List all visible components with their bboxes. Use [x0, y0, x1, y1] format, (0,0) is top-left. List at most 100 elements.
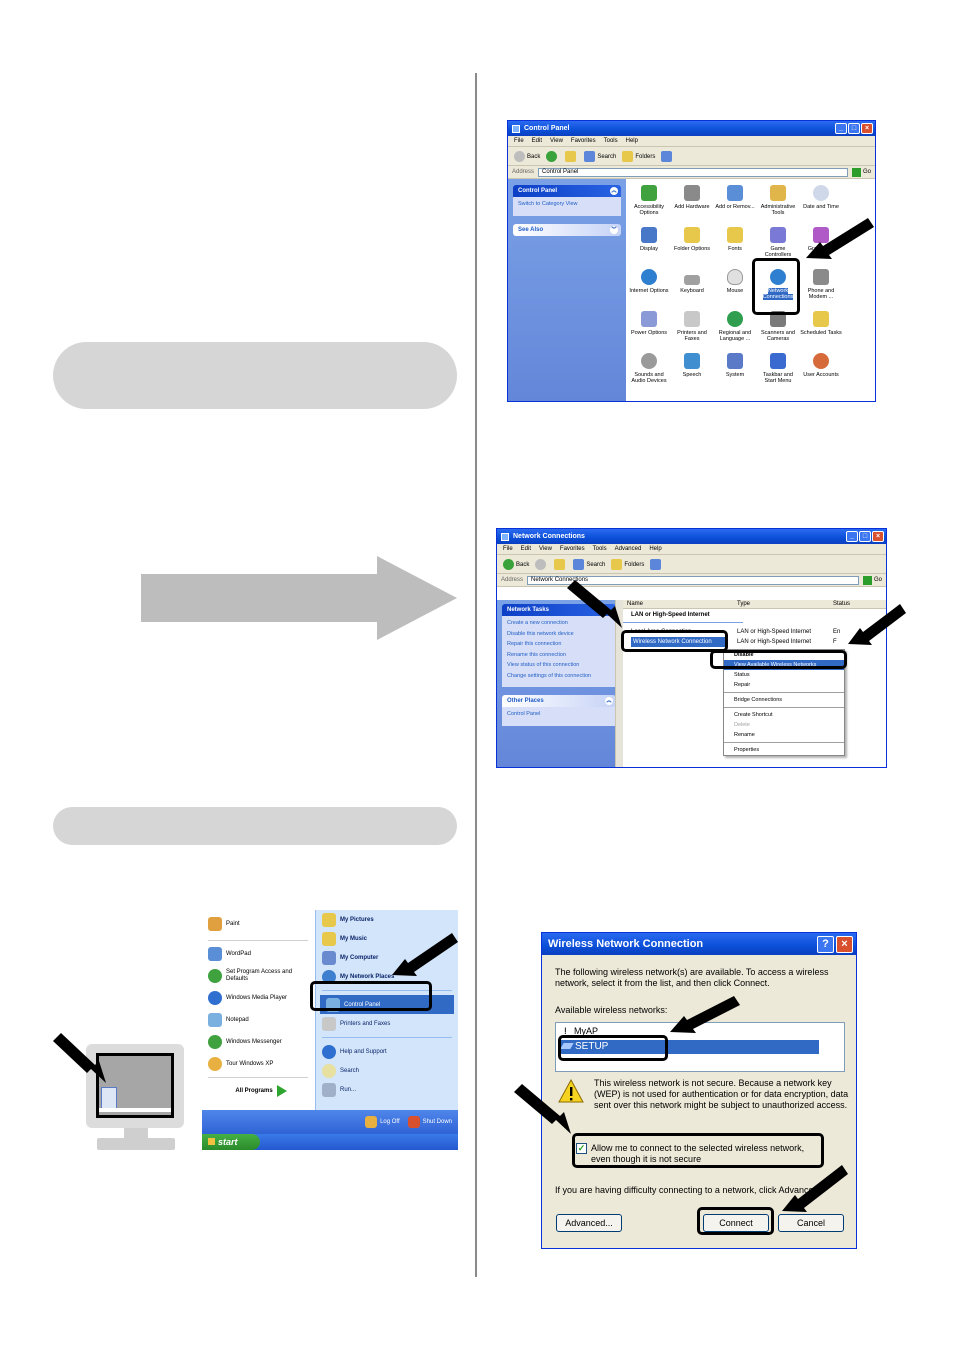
cp-item-display[interactable]: Display — [628, 227, 670, 269]
maximize-button[interactable]: □ — [848, 123, 860, 134]
menu-item-printers-faxes[interactable]: Printers and Faxes — [316, 1014, 458, 1033]
cp-item-scheduled-tasks[interactable]: Scheduled Tasks — [800, 311, 842, 353]
go-arrow-icon[interactable] — [862, 575, 872, 585]
menu-file[interactable]: File — [514, 138, 524, 144]
menu-edit[interactable]: Edit — [531, 138, 543, 144]
col-type[interactable]: Type — [737, 601, 751, 607]
cp-item-network-connections[interactable]: Network Connections — [757, 269, 799, 311]
taskpane-head-other-places[interactable]: Other Places ︽ — [502, 695, 616, 707]
cancel-button[interactable]: Cancel — [778, 1214, 844, 1232]
col-name[interactable]: Name — [627, 601, 644, 607]
task-create-connection[interactable]: Create a new connection — [507, 620, 568, 626]
cp-item-phone-modem[interactable]: Phone and Modem ... — [800, 269, 842, 311]
cp-item-fonts[interactable]: Fonts — [714, 227, 756, 269]
maximize-button[interactable]: □ — [859, 531, 871, 542]
address-field[interactable]: Control Panel — [538, 167, 848, 177]
views-icon[interactable] — [661, 150, 673, 162]
cp-item-user-accounts[interactable]: User Accounts — [800, 353, 842, 395]
task-change-settings[interactable]: Change settings of this connection — [507, 672, 592, 679]
ctx-bridge[interactable]: Bridge Connections — [734, 697, 783, 703]
search-button[interactable]: Search — [573, 558, 605, 570]
expand-icon[interactable]: ︾ — [610, 225, 618, 234]
advanced-button[interactable]: Advanced... — [556, 1214, 622, 1232]
menu-view[interactable]: View — [539, 546, 552, 552]
menu-item-my-music[interactable]: My Music — [316, 929, 458, 948]
menu-tools[interactable]: Tools — [592, 546, 607, 552]
menu-favorites[interactable]: Favorites — [570, 138, 596, 144]
cp-item-folder-options[interactable]: Folder Options — [671, 227, 713, 269]
cp-item-internet-options[interactable]: Internet Options — [628, 269, 670, 311]
menu-tools[interactable]: Tools — [603, 138, 618, 144]
ctx-view-wireless-networks[interactable]: View Available Wireless Networks — [724, 660, 844, 670]
folders-button[interactable]: Folders — [622, 150, 655, 162]
cp-item-keyboard[interactable]: Keyboard — [671, 269, 713, 311]
task-view-status[interactable]: View status of this connection — [507, 662, 580, 668]
ctx-repair[interactable]: Repair — [734, 682, 751, 688]
cp-item-mouse[interactable]: Mouse — [714, 269, 756, 311]
cp-item-system[interactable]: System — [714, 353, 756, 395]
menu-favorites[interactable]: Favorites — [559, 546, 585, 552]
ctx-status[interactable]: Status — [734, 672, 750, 678]
menu-help[interactable]: Help — [625, 138, 638, 144]
cp-item-speech[interactable]: Speech — [671, 353, 713, 395]
start-button[interactable]: start — [202, 1134, 260, 1150]
menu-item-program-access[interactable]: Set Program Access and Defaults — [202, 965, 314, 987]
views-icon[interactable] — [650, 558, 662, 570]
ctx-delete[interactable]: Delete — [734, 722, 750, 728]
col-status[interactable]: Status — [833, 601, 851, 607]
shut-down-button[interactable]: Shut Down — [407, 1116, 452, 1128]
back-button[interactable]: Back — [514, 150, 540, 162]
list-scrollbar[interactable] — [615, 600, 623, 767]
go-arrow-icon[interactable] — [851, 167, 861, 177]
table-row[interactable]: Wireless Network Connection LAN or High-… — [631, 637, 837, 647]
cp-item-scanners-cameras[interactable]: Scanners and Cameras — [757, 311, 799, 353]
up-folder-icon[interactable] — [565, 150, 577, 162]
cp-item-power-options[interactable]: Power Options — [628, 311, 670, 353]
collapse-icon[interactable]: ︽ — [605, 697, 613, 705]
menu-item-run[interactable]: Run... — [316, 1080, 458, 1099]
taskpane-head-control-panel[interactable]: Control Panel ︽ — [513, 185, 621, 197]
menu-view[interactable]: View — [550, 138, 563, 144]
go-label[interactable]: Go — [862, 169, 871, 175]
all-programs-button[interactable]: All Programs — [202, 1080, 314, 1102]
ctx-shortcut[interactable]: Create Shortcut — [734, 712, 773, 718]
cp-item-date-time[interactable]: Date and Time — [800, 185, 842, 227]
folders-button[interactable]: Folders — [611, 558, 644, 570]
ctx-properties[interactable]: Properties — [734, 747, 760, 753]
address-field[interactable]: Network Connections — [527, 575, 859, 585]
close-button[interactable]: × — [836, 935, 853, 953]
cp-item-regional-language[interactable]: Regional and Language ... — [714, 311, 756, 353]
menu-item-search[interactable]: Search — [316, 1061, 458, 1080]
close-button[interactable]: × — [872, 531, 884, 542]
cp-item-accessibility[interactable]: Accessibility Options — [628, 185, 670, 227]
close-button[interactable]: × — [861, 123, 873, 134]
other-control-panel-link[interactable]: Control Panel — [507, 711, 541, 717]
forward-icon[interactable] — [535, 558, 547, 570]
menu-item-wordpad[interactable]: WordPad — [202, 943, 314, 965]
minimize-button[interactable]: _ — [835, 123, 847, 134]
menu-file[interactable]: File — [503, 546, 513, 552]
menu-item-messenger[interactable]: Windows Messenger — [202, 1031, 314, 1053]
connect-button[interactable]: Connect — [703, 1214, 769, 1232]
cp-item-add-remove[interactable]: Add or Remov... — [714, 185, 756, 227]
up-folder-icon[interactable] — [554, 558, 566, 570]
cp-item-sounds-audio[interactable]: Sounds and Audio Devices — [628, 353, 670, 395]
menu-item-my-network-places[interactable]: My Network Places — [316, 967, 458, 986]
menu-item-my-pictures[interactable]: My Pictures — [316, 910, 458, 929]
list-item[interactable]: SETUP — [558, 1040, 819, 1054]
back-button[interactable]: Back — [503, 558, 529, 570]
menu-edit[interactable]: Edit — [520, 546, 532, 552]
allow-insecure-checkbox[interactable]: ✓ Allow me to connect to the selected wi… — [576, 1143, 805, 1164]
menu-item-notepad[interactable]: Notepad — [202, 1009, 314, 1031]
forward-icon[interactable] — [546, 150, 558, 162]
go-label[interactable]: Go — [873, 577, 882, 583]
cp-item-admin-tools[interactable]: Administrative Tools — [757, 185, 799, 227]
menu-item-paint[interactable]: Paint — [202, 910, 314, 938]
cp-item-add-hardware[interactable]: Add Hardware — [671, 185, 713, 227]
cp-item-game-controllers[interactable]: Game Controllers — [757, 227, 799, 269]
log-off-button[interactable]: Log Off — [365, 1116, 400, 1128]
cp-item-printers-faxes[interactable]: Printers and Faxes — [671, 311, 713, 353]
menu-item-tour-xp[interactable]: Tour Windows XP — [202, 1053, 314, 1075]
menu-help[interactable]: Help — [649, 546, 662, 552]
